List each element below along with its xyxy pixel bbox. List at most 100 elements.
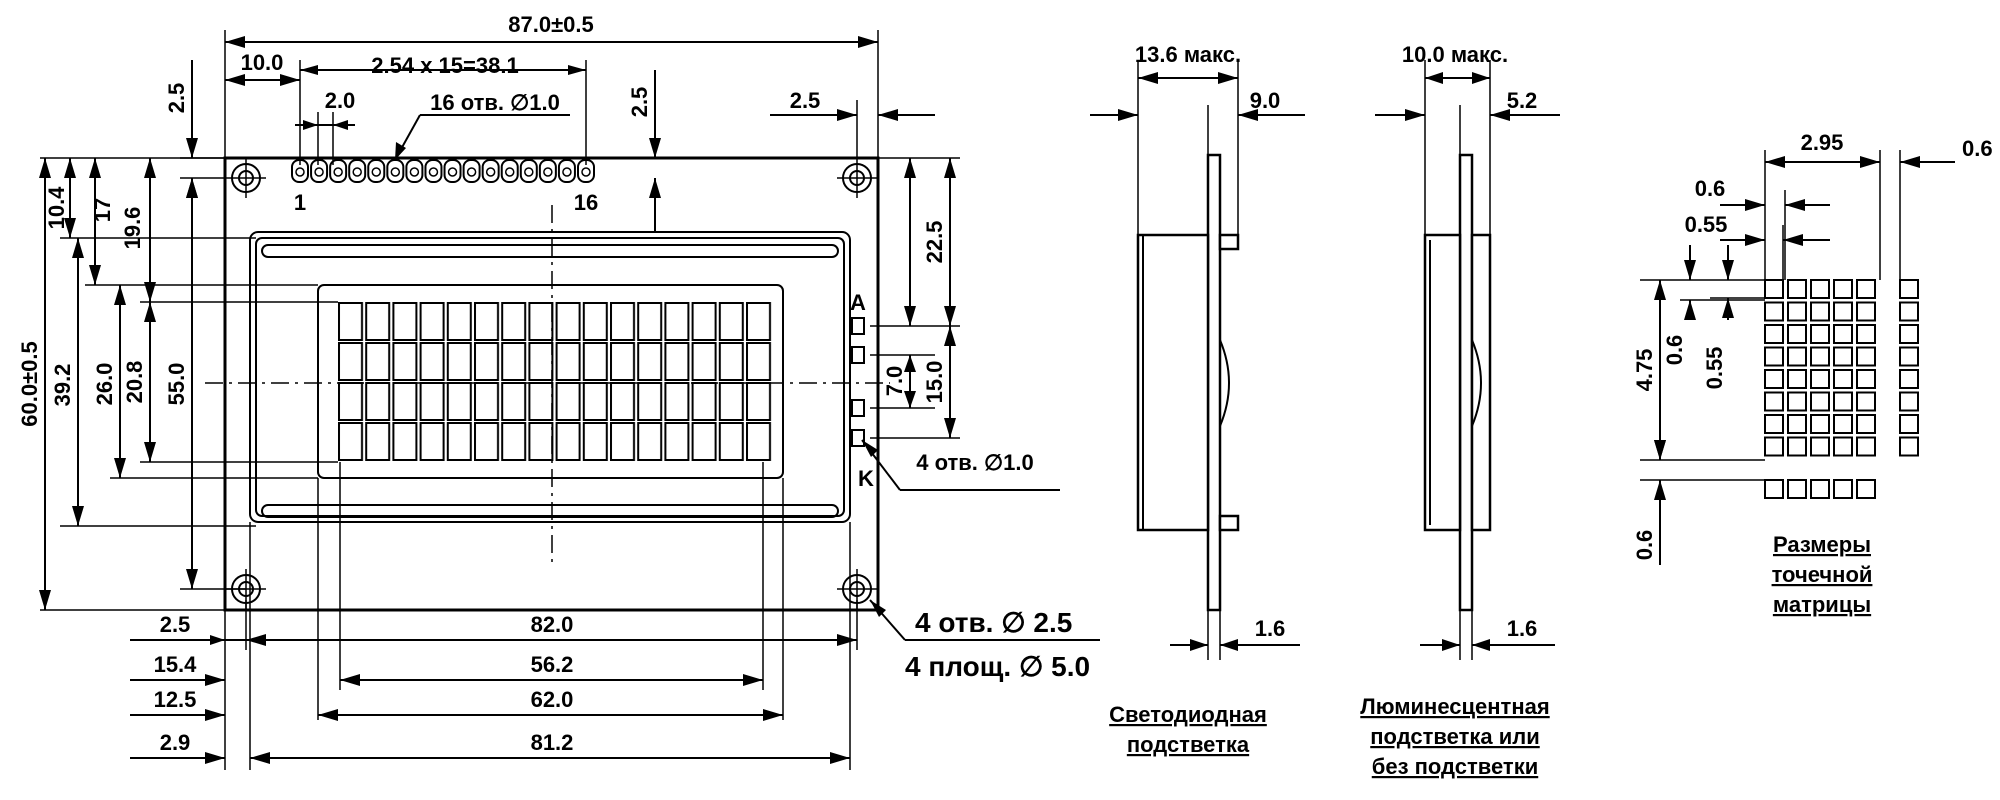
matrix-dot: [1856, 414, 1876, 434]
matrix-dot: [1810, 369, 1830, 389]
dim-pin-pitch: 2.54 x 15=38.1: [371, 53, 518, 78]
bottom-left-2: 12.5: [154, 687, 197, 712]
backlight-holes-note: 4 отв. ∅1.0: [916, 450, 1034, 475]
matrix-cursor-dot: [1856, 479, 1876, 499]
matrix-dot: [1764, 279, 1784, 299]
matrix-cursor-dot: [1787, 479, 1807, 499]
pin-pad: [367, 159, 386, 183]
side-view-led: 13.6 макс. 9.0 1.6 Светодиодная подствет…: [1090, 42, 1305, 757]
matrix-dot-height-1: 0.6: [1662, 335, 1687, 366]
character-matrix: [338, 302, 773, 462]
matrix-dot: [1810, 346, 1830, 367]
matrix-dot: [1787, 324, 1807, 344]
matrix-dot: [1833, 279, 1853, 299]
matrix-dot: [1833, 414, 1853, 434]
pin-pad: [405, 159, 424, 183]
led-caption-line1: Светодиодная: [1109, 702, 1267, 727]
matrix-dot: [1787, 301, 1807, 322]
mounting-holes-note: 4 отв. ∅ 2.5: [915, 607, 1072, 638]
bottom-value-3: 81.2: [531, 730, 574, 755]
matrix-dot-next-column: [1899, 301, 1919, 322]
el-pcb-thickness: 1.6: [1507, 616, 1538, 641]
matrix-dot: [1833, 436, 1853, 457]
pin-pad: [481, 159, 500, 183]
matrix-dot: [1856, 324, 1876, 344]
label-anode: A: [850, 290, 866, 315]
matrix-dot: [1833, 391, 1853, 412]
pin-hole: [333, 167, 343, 177]
pin-hole: [428, 167, 439, 177]
matrix-char-width: 2.95: [1801, 130, 1844, 155]
dim-overall-width: 87.0±0.5: [508, 12, 593, 37]
matrix-cursor-dot: [1764, 479, 1784, 499]
dim-pin-spacing: 2.0: [325, 88, 356, 113]
matrix-dot: [1764, 414, 1784, 434]
dot-matrix-detail: 2.95 0.6 0.6 0.55 4.75 0.6 0.55: [1632, 130, 1993, 617]
pcb-outline: [223, 156, 880, 612]
matrix-dot-next-column: [1899, 436, 1919, 457]
led-caption-line2: подстветка: [1127, 732, 1250, 757]
dim-10-4: 10.4: [44, 186, 69, 230]
matrix-cursor-gap: 0.6: [1632, 530, 1657, 561]
matrix-dot: [1764, 301, 1784, 322]
matrix-dot: [1787, 436, 1807, 457]
bezel-outer: [249, 231, 851, 523]
dim-15-0: 15.0: [922, 361, 947, 404]
matrix-dot: [1810, 279, 1830, 299]
matrix-char-height: 4.75: [1632, 349, 1657, 392]
matrix-dot: [1787, 279, 1807, 299]
dim-39-2: 39.2: [50, 364, 75, 407]
dim-20-8: 20.8: [122, 361, 147, 404]
backlight-pads: [851, 317, 865, 447]
el-width: 5.2: [1507, 88, 1538, 113]
pin-hole: [371, 167, 382, 177]
matrix-caption-line2: точечной: [1772, 562, 1873, 587]
side-view-el: 10.0 макс. 5.2 1.6 Люминесцентная подств…: [1360, 42, 1560, 779]
matrix-caption-line1: Размеры: [1773, 532, 1871, 557]
matrix-dot-next-column: [1899, 279, 1919, 299]
matrix-dot-next-column: [1899, 369, 1919, 389]
pin-pad: [500, 159, 519, 183]
pin-number-first: 1: [294, 190, 306, 215]
pin-holes-note: 16 отв. ∅1.0: [430, 90, 560, 115]
matrix-dot: [1833, 301, 1853, 322]
matrix-cursor-dot: [1810, 479, 1830, 499]
pin-pad: [329, 159, 348, 183]
pin-hole: [466, 167, 477, 177]
bottom-left-1: 15.4: [154, 652, 198, 677]
pin-hole: [485, 167, 496, 177]
matrix-dot-height-2: 0.55: [1702, 347, 1727, 390]
el-max-width: 10.0 макс.: [1402, 42, 1508, 67]
matrix-dot: [1764, 369, 1784, 389]
pin-pad: [310, 159, 329, 183]
pin-pad: [462, 159, 481, 183]
el-caption-line1: Люминесцентная: [1360, 694, 1549, 719]
matrix-dot: [1764, 324, 1784, 344]
pin-hole: [447, 167, 458, 177]
matrix-dot: [1810, 301, 1830, 322]
matrix-dot: [1810, 436, 1830, 457]
dim-overall-height: 60.0±0.5: [17, 341, 42, 426]
bottom-left-3: 2.9: [160, 730, 191, 755]
pin-hole: [562, 167, 572, 177]
pin-hole: [524, 167, 534, 177]
matrix-dot: [1787, 346, 1807, 367]
mounting-pads-note: 4 площ. ∅ 5.0: [905, 651, 1090, 682]
front-view: A K 87.0±0.5 10.0 2.54 x 15=38.1 2.0 16 …: [17, 12, 1100, 770]
matrix-dot: [1764, 391, 1784, 412]
matrix-caption-line3: матрицы: [1773, 592, 1871, 617]
pin-pad: [424, 159, 443, 183]
pin-pad: [519, 159, 538, 183]
matrix-dot-width-1: 0.6: [1695, 176, 1726, 201]
pin-hole: [314, 167, 324, 177]
matrix-dot: [1833, 324, 1853, 344]
pin-pad: [443, 159, 462, 183]
matrix-dot: [1856, 279, 1876, 299]
matrix-dot-next-column: [1899, 346, 1919, 367]
dim-22-5: 22.5: [922, 221, 947, 264]
pin-hole: [295, 167, 305, 177]
matrix-dot: [1856, 301, 1876, 322]
pin-pad: [557, 159, 576, 183]
dim-right-margin: 2.5: [790, 88, 821, 113]
